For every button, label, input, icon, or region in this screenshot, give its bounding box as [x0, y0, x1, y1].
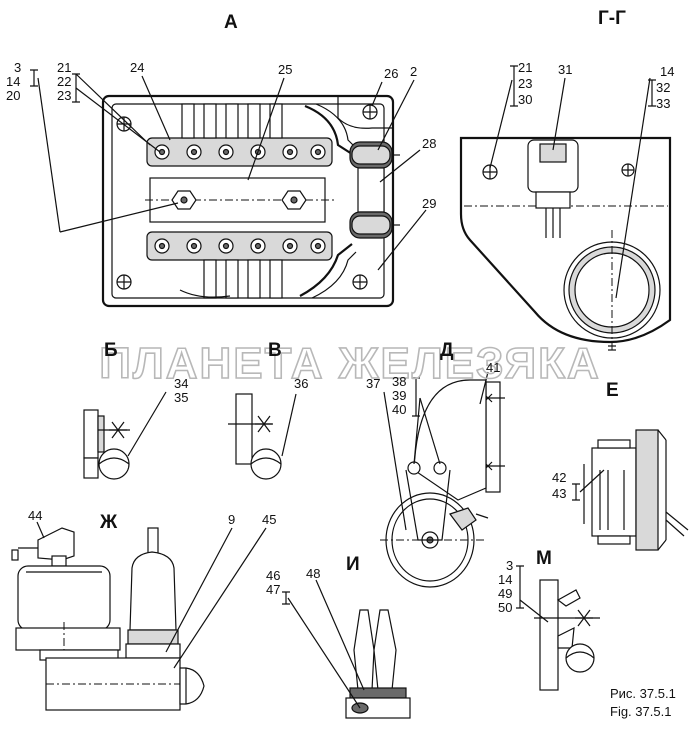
callout-2: 2	[410, 64, 417, 79]
callout-41: 41	[486, 360, 500, 375]
callout-49: 49	[498, 586, 512, 601]
callout-32: 32	[656, 80, 670, 95]
base-plate	[101, 94, 395, 308]
view-title-a: А	[224, 12, 238, 33]
view-a-terminal-box	[30, 69, 427, 308]
callout-24: 24	[130, 60, 144, 75]
callout-23: 23	[57, 88, 71, 103]
callout-47: 47	[266, 582, 280, 597]
callout-39: 39	[392, 388, 406, 403]
callout-36: 36	[294, 376, 308, 391]
lower-terminal-strip	[146, 231, 333, 299]
callout-44: 44	[28, 508, 42, 523]
view-title-g-g: Г-Г	[598, 8, 626, 29]
upper-terminal-strip	[146, 103, 333, 167]
view-b	[83, 391, 167, 480]
callout-40: 40	[392, 402, 406, 417]
callout-23-gg: 23	[518, 76, 532, 91]
view-d-wheel	[380, 371, 505, 588]
callout-14-m: 14	[498, 572, 512, 587]
callout-37: 37	[366, 376, 380, 391]
callout-31: 31	[558, 62, 572, 77]
view-title-i: И	[346, 554, 360, 575]
callout-30: 30	[518, 92, 532, 107]
watermark: ПЛАНЕТА ЖЕЛЕЗЯКА	[99, 339, 601, 388]
callout-42: 42	[552, 470, 566, 485]
callout-46: 46	[266, 568, 280, 583]
cable-grommets	[349, 141, 400, 239]
callout-14-gg: 14	[660, 64, 674, 79]
callout-22: 22	[57, 74, 71, 89]
view-zh-sensor-lamp	[11, 521, 267, 711]
view-title-b: Б	[104, 340, 118, 361]
view-title-d: Д	[440, 340, 454, 361]
callout-9: 9	[228, 512, 235, 527]
tube-section	[563, 230, 661, 352]
figure-caption-ru: Рис. 37.5.1	[610, 686, 676, 701]
callout-35: 35	[174, 390, 188, 405]
callout-21: 21	[57, 60, 71, 75]
sensor-body	[17, 565, 111, 631]
callout-14: 14	[6, 74, 20, 89]
callout-38: 38	[392, 374, 406, 389]
view-v	[228, 393, 297, 480]
sensor-plug	[37, 527, 75, 561]
central-mounting-bar	[145, 177, 335, 223]
callout-45: 45	[262, 512, 276, 527]
callout-25: 25	[278, 62, 292, 77]
callout-28: 28	[422, 136, 436, 151]
relay-block	[527, 139, 579, 238]
callout-3: 3	[14, 60, 21, 75]
callout-43: 43	[552, 486, 566, 501]
callout-3-m: 3	[506, 558, 513, 573]
callout-29: 29	[422, 196, 436, 211]
view-title-zh: Ж	[99, 512, 118, 533]
callout-21-gg: 21	[518, 60, 532, 75]
callout-26: 26	[384, 66, 398, 81]
view-i	[282, 579, 411, 719]
view-title-e: Е	[606, 380, 619, 401]
bracket-plate	[459, 136, 672, 344]
figure-caption-en: Fig. 37.5.1	[610, 704, 671, 719]
leaders-view-gg	[489, 65, 656, 299]
callout-48: 48	[306, 566, 320, 581]
view-title-v: В	[268, 340, 282, 361]
leaders-view-a	[30, 69, 427, 271]
callout-34: 34	[174, 376, 188, 391]
callout-20: 20	[6, 88, 20, 103]
wire-harness	[179, 103, 357, 299]
view-g-g-section	[459, 65, 672, 352]
lamp-bulb	[129, 551, 177, 631]
view-e	[572, 429, 689, 551]
fork-plate	[413, 379, 487, 501]
view-m	[516, 565, 600, 691]
callout-50: 50	[498, 600, 512, 615]
callout-33: 33	[656, 96, 670, 111]
view-title-m: М	[536, 548, 552, 569]
